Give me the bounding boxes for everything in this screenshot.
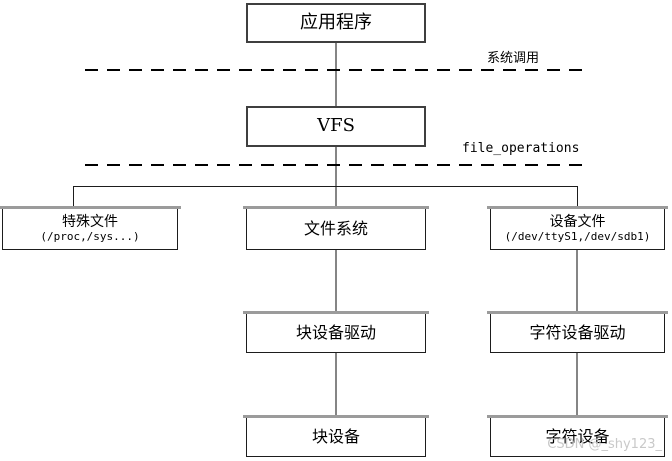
node-block-device: 块设备 [243, 415, 429, 457]
csdn-watermark: CSDN @_shy123_ [547, 437, 662, 452]
connector-chardrv-to-chardev [576, 353, 578, 417]
connector-blkdrv-to-blkdev [335, 353, 337, 417]
node-special-files-paths: (/proc,/sys...) [40, 230, 140, 244]
fileops-boundary-dashed-line [85, 164, 585, 166]
system-call-label: 系统调用 [487, 51, 540, 66]
node-char-device: 字符设备 [487, 415, 668, 457]
connector-vfs-to-filesystem [335, 147, 337, 208]
node-file-system: 文件系统 [243, 206, 429, 250]
branch-drop-right [577, 186, 578, 208]
connector-filesystem-to-blkdrv [335, 250, 337, 313]
node-block-device-driver-label: 块设备驱动 [295, 322, 376, 342]
node-special-files: 特殊文件 (/proc,/sys...) [0, 206, 181, 250]
branch-horizontal-line [73, 186, 578, 187]
connector-devfiles-to-chardrv [576, 250, 578, 313]
branch-drop-left [73, 186, 74, 208]
node-special-files-label: 特殊文件 [62, 214, 118, 231]
file-operations-label: file_operations [462, 141, 580, 156]
node-char-device-driver: 字符设备驱动 [487, 311, 668, 353]
node-device-files: 设备文件 (/dev/ttyS1,/dev/sdb1) [487, 206, 668, 250]
node-application: 应用程序 [246, 3, 426, 43]
node-block-device-driver: 块设备驱动 [243, 311, 429, 353]
connector-app-to-vfs [335, 43, 337, 106]
node-char-device-label: 字符设备 [545, 426, 610, 446]
syscall-boundary-dashed-line [85, 69, 585, 71]
node-block-device-label: 块设备 [311, 426, 360, 446]
node-file-system-label: 文件系统 [303, 218, 368, 238]
node-vfs-label: VFS [317, 115, 355, 137]
node-vfs: VFS [246, 106, 426, 147]
node-application-label: 应用程序 [300, 11, 372, 33]
node-char-device-driver-label: 字符设备驱动 [529, 322, 626, 342]
node-device-files-paths: (/dev/ttyS1,/dev/sdb1) [504, 230, 651, 244]
node-device-files-label: 设备文件 [549, 214, 606, 231]
